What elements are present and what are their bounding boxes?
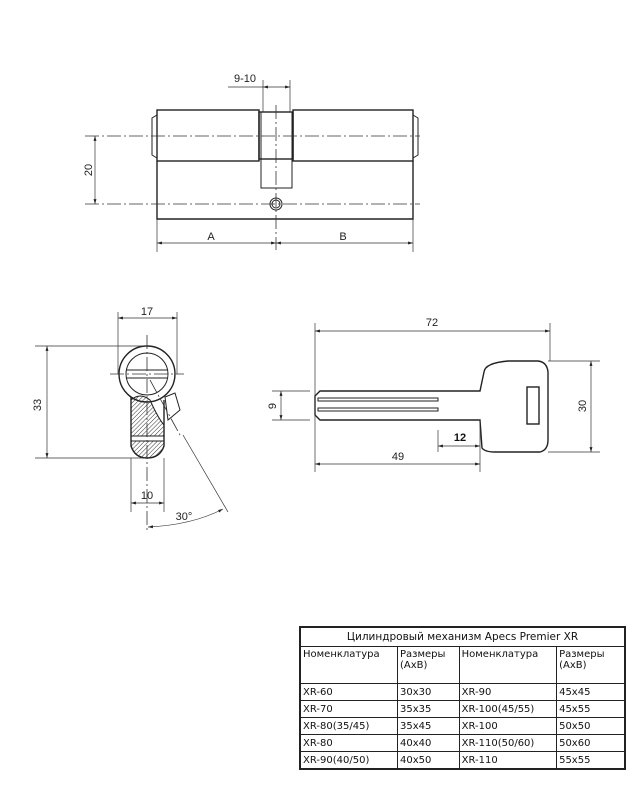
table-cell: 40x40	[396, 734, 460, 752]
table-cell: XR-110(50/60)	[458, 734, 558, 752]
table-cell: 45x55	[556, 700, 626, 718]
table-cell: 50x60	[556, 734, 626, 752]
table-cell: 45x45	[556, 683, 626, 701]
dim-head-height-label: 30	[577, 400, 589, 412]
dim-width-label: 17	[141, 306, 153, 318]
dim-blade-width-label: 9	[267, 403, 279, 409]
key-view: 72 30 9 12 49	[267, 317, 600, 472]
table-cell: XR-110	[458, 751, 558, 770]
dim-axis-label: 20	[83, 164, 95, 176]
table-cell: XR-80(35/45)	[299, 717, 398, 735]
sizes-table: Цилиндровый механизм Apecs Premier XR Но…	[299, 626, 626, 770]
dim-cam-label: 10	[141, 490, 153, 502]
dim-blade-length-label: 49	[392, 451, 404, 463]
table-cell: XR-100	[458, 717, 558, 735]
table-cell: 55x55	[556, 751, 626, 770]
dim-a-label: A	[207, 231, 215, 243]
table-cell: XR-60	[299, 683, 398, 701]
table-cell: XR-100(45/55)	[458, 700, 558, 718]
table-cell: 40x50	[396, 751, 460, 770]
header-cell: Номенклатура	[299, 646, 398, 684]
cylinder-side-view: 17 33 10 30°	[32, 306, 229, 530]
table-cell: XR-80	[299, 734, 398, 752]
cylinder-top-view: 20 9-10 A B	[83, 73, 420, 252]
table-cell: XR-90(40/50)	[299, 751, 398, 770]
header-cell: Размеры (AxB)	[556, 646, 626, 684]
header-cell: Номенклатура	[458, 646, 558, 684]
dim-slot-label: 9-10	[234, 73, 256, 85]
dim-length-label: 72	[426, 317, 438, 329]
table-cell: 30x30	[396, 683, 460, 701]
dim-b-label: B	[339, 231, 346, 243]
table-header-row: Номенклатура Размеры (AxB) Номенклатура …	[299, 646, 626, 684]
dim-height-label: 33	[32, 399, 44, 411]
dim-angle-label: 30°	[176, 511, 193, 523]
dim-shoulder-label: 12	[454, 432, 466, 444]
header-cell: Размеры (AxB)	[396, 646, 460, 684]
table-title: Цилиндровый механизм Apecs Premier XR	[299, 626, 626, 647]
table-cell: 35x35	[396, 700, 460, 718]
table-cell: 35x45	[396, 717, 460, 735]
table-cell: XR-70	[299, 700, 398, 718]
table-cell: XR-90	[458, 683, 558, 701]
table-cell: 50x50	[556, 717, 626, 735]
